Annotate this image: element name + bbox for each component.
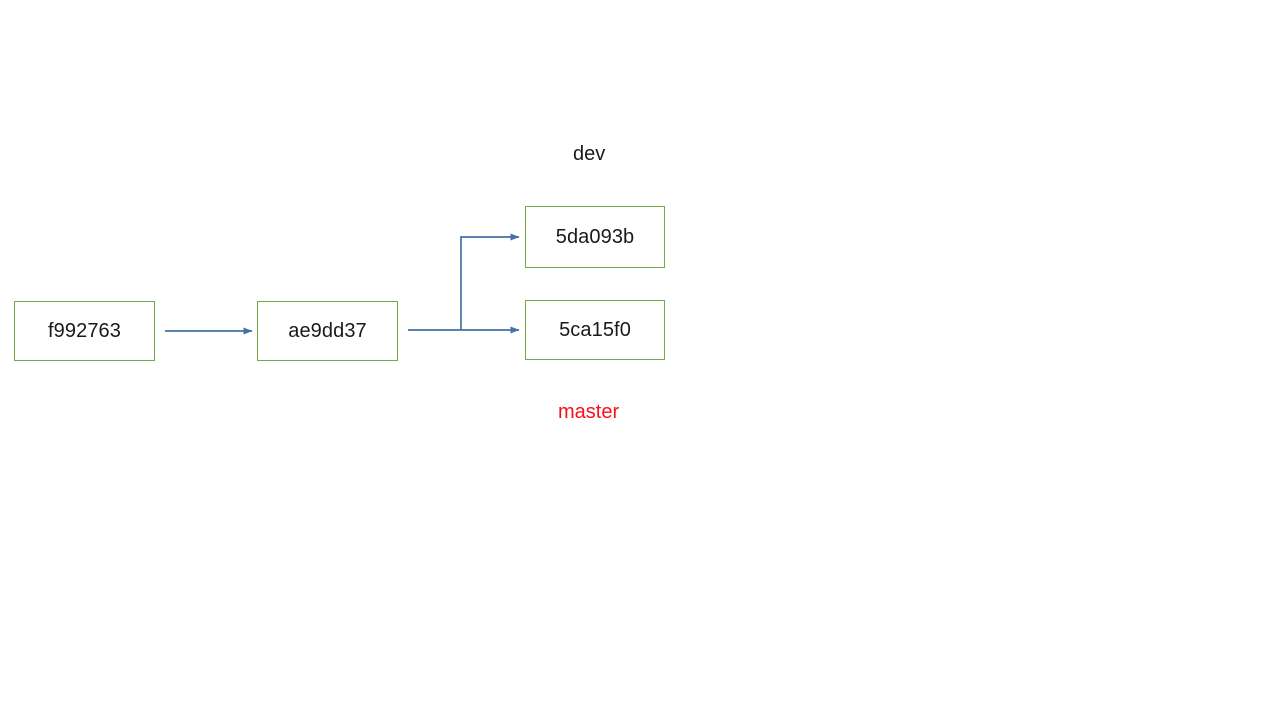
- commit-node-ae9dd37[interactable]: ae9dd37: [257, 301, 398, 361]
- edge-ae9dd37-to-5da093b: [460, 233, 520, 330]
- commit-node-5da093b[interactable]: 5da093b: [525, 206, 665, 268]
- commit-node-5ca15f0[interactable]: 5ca15f0: [525, 300, 665, 360]
- commit-hash-label: 5ca15f0: [559, 319, 631, 341]
- commit-hash-label: 5da093b: [555, 226, 635, 248]
- branch-label-dev: dev: [573, 143, 606, 165]
- commit-hash-label: f992763: [48, 320, 121, 342]
- commit-hash-label: ae9dd37: [288, 320, 367, 342]
- branch-label-master: master: [558, 401, 620, 423]
- commit-node-f992763[interactable]: f992763: [14, 301, 155, 361]
